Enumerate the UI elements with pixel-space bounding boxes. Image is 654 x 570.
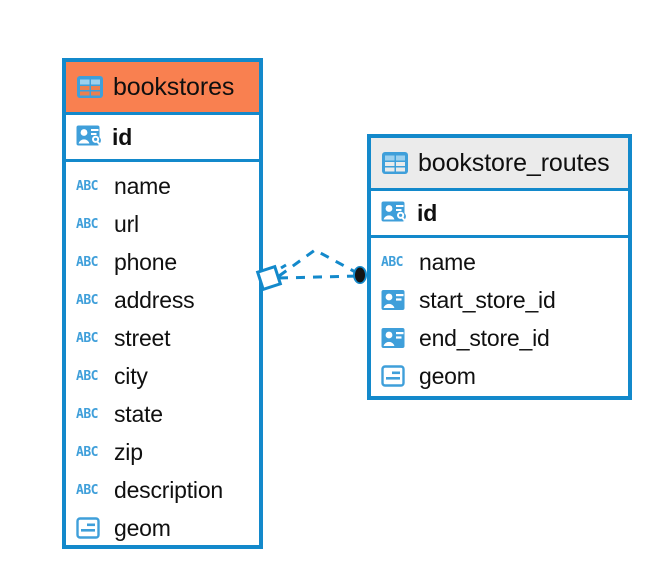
field-row-phone[interactable]: ABC phone (66, 243, 259, 281)
text-type-icon: ABC (76, 292, 98, 308)
text-type-icon: ABC (76, 216, 98, 232)
field-row-state[interactable]: ABC state (66, 395, 259, 433)
field-label-start-store-id: start_store_id (419, 286, 556, 313)
filled-circle-icon (353, 266, 367, 284)
text-type-icon: ABC (76, 254, 98, 270)
field-row-name[interactable]: ABC name (66, 167, 259, 205)
text-type-icon: ABC (76, 444, 98, 460)
entity-table-bookstore-routes[interactable]: bookstore_routes id (367, 134, 632, 400)
fields-section-bookstores: ABC name ABC url ABC phone ABC address A… (66, 162, 259, 547)
field-row-start-store-id[interactable]: start_store_id (371, 281, 628, 319)
primary-key-icon (76, 124, 104, 150)
text-type-icon: ABC (76, 482, 98, 498)
field-label-end-store-id: end_store_id (419, 324, 550, 351)
field-label-geom: geom (114, 514, 171, 541)
geometry-type-icon (381, 365, 411, 387)
field-label-city: city (114, 362, 148, 389)
field-label-phone: phone (114, 248, 177, 275)
fields-section-bookstore-routes: ABC name start_store_id (371, 238, 628, 396)
field-row-url[interactable]: ABC url (66, 205, 259, 243)
field-row-id[interactable]: id (371, 191, 628, 235)
field-row-description[interactable]: ABC description (66, 471, 259, 509)
field-label-geom: geom (419, 362, 476, 389)
primary-key-icon (381, 200, 409, 226)
text-type-icon: ABC (381, 254, 403, 270)
text-type-icon: ABC (76, 330, 98, 346)
relationship-line-upper (278, 248, 360, 278)
entity-header-bookstores[interactable]: bookstores (66, 62, 259, 112)
field-row-street[interactable]: ABC street (66, 319, 259, 357)
relationship-tick (280, 263, 287, 270)
field-row-geom[interactable]: geom (66, 509, 259, 547)
field-label-street: street (114, 324, 171, 351)
field-label-zip: zip (114, 438, 143, 465)
foreign-key-icon (381, 327, 411, 349)
field-row-geom[interactable]: geom (371, 357, 628, 395)
field-row-end-store-id[interactable]: end_store_id (371, 319, 628, 357)
field-label-id: id (417, 199, 438, 226)
entity-title-bookstores: bookstores (113, 72, 235, 101)
entity-table-bookstores[interactable]: bookstores id (62, 58, 263, 549)
field-label-address: address (114, 286, 195, 313)
text-type-icon: ABC (76, 178, 98, 194)
field-label-url: url (114, 210, 139, 237)
primary-key-section-bookstore-routes: id (371, 188, 628, 238)
field-label-description: description (114, 476, 224, 503)
field-label-id: id (112, 123, 133, 150)
field-row-zip[interactable]: ABC zip (66, 433, 259, 471)
field-label-state: state (114, 400, 163, 427)
field-row-name[interactable]: ABC name (371, 243, 628, 281)
entity-title-bookstore-routes: bookstore_routes (418, 148, 610, 177)
entity-header-bookstore-routes[interactable]: bookstore_routes (371, 138, 628, 188)
relationship-connector[interactable] (255, 238, 375, 310)
text-type-icon: ABC (76, 368, 98, 384)
table-icon (381, 151, 409, 175)
text-type-icon: ABC (76, 406, 98, 422)
foreign-key-icon (381, 289, 411, 311)
field-row-city[interactable]: ABC city (66, 357, 259, 395)
geometry-type-icon (76, 517, 106, 539)
field-row-address[interactable]: ABC address (66, 281, 259, 319)
field-label-name: name (419, 248, 476, 275)
primary-key-section-bookstores: id (66, 112, 259, 162)
relationship-line-lower (278, 274, 360, 280)
table-icon (76, 75, 104, 99)
field-row-id[interactable]: id (66, 115, 259, 159)
field-label-name: name (114, 172, 171, 199)
